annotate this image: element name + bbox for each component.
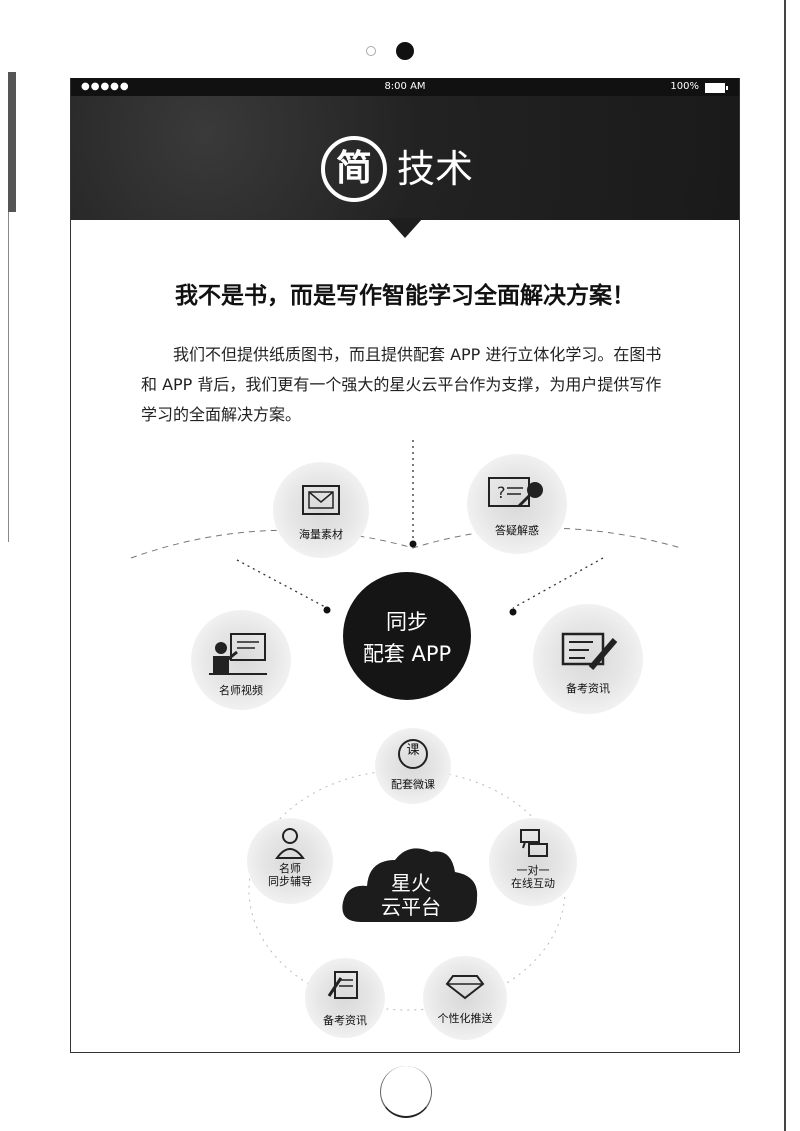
- cloud-platform: 星火 云平台: [342, 848, 478, 922]
- connector-dot-top: [409, 540, 417, 548]
- battery-percent: 100%: [670, 81, 699, 92]
- signal-indicator: ●●●●●: [81, 81, 130, 92]
- feature-qa: ? 答疑解惑: [467, 454, 567, 554]
- feature-label: 配套微课: [391, 778, 435, 791]
- feature-label: 备考资讯: [566, 682, 610, 695]
- center-app-circle: 同步 配套 APP: [343, 572, 471, 700]
- chat-icon: [520, 829, 548, 857]
- feature-label: 名师视频: [219, 684, 263, 697]
- feature-label-line1: 名师: [279, 862, 301, 875]
- page-headline: 我不是书，而是写作智能学习全面解决方案！: [175, 283, 635, 309]
- feature-micro-course: 课 配套微课: [375, 728, 451, 804]
- feature-exam-info-cloud: 备考资讯: [305, 958, 385, 1038]
- pencil-note-icon: [561, 632, 618, 670]
- connector-arc: [130, 527, 682, 559]
- feature-exam-info: 备考资讯: [533, 604, 643, 714]
- connector-right: [512, 557, 604, 609]
- cloud-line2: 云平台: [381, 895, 441, 919]
- status-bar: ●●●●● 8:00 AM 100%: [71, 78, 739, 96]
- page-edge-left-line: [8, 212, 9, 542]
- camera-icon: [396, 42, 414, 60]
- feature-label: 海量素材: [299, 528, 343, 541]
- connector-left: [236, 559, 328, 609]
- header-banner: 简 技术: [71, 96, 739, 220]
- feature-material: 海量素材: [273, 462, 369, 558]
- center-app-line1: 同步: [386, 610, 428, 634]
- tablet-screen: ●●●●● 8:00 AM 100% 简 技术 我不是书，而是写作智能学习全面解…: [70, 78, 740, 1053]
- page-edge-left: [8, 72, 16, 212]
- feature-personalized-push: 个性化推送: [423, 956, 507, 1040]
- battery-icon: [705, 83, 728, 93]
- question-magnify-icon: ?: [488, 477, 543, 508]
- course-icon-char: 课: [406, 743, 420, 758]
- diamond-icon: [445, 975, 485, 1000]
- connector-dot-left: [323, 606, 331, 614]
- status-time: 8:00 AM: [384, 81, 426, 92]
- connector-dot-right: [509, 608, 517, 616]
- teacher-board-icon: [209, 633, 267, 675]
- feature-label-line2: 在线互动: [511, 877, 555, 890]
- svg-text:?: ?: [497, 483, 506, 502]
- notebook-pen-icon: [327, 971, 358, 999]
- teacher-person-icon: [275, 828, 305, 859]
- banner-title: 技术: [397, 147, 474, 191]
- feature-online-interaction: 一对一 在线互动: [489, 818, 577, 906]
- page-edge-right: [784, 0, 786, 1131]
- cloud-line1: 星火: [391, 871, 431, 895]
- sensor-dot: [366, 46, 376, 56]
- feature-teacher-video: 名师视频: [191, 610, 291, 710]
- mail-icon: [302, 485, 340, 515]
- feature-label: 备考资讯: [323, 1014, 367, 1027]
- home-button[interactable]: [380, 1066, 432, 1118]
- logo-badge: 简: [321, 136, 387, 202]
- intro-paragraph: 我们不但提供纸质图书，而且提供配套 APP 进行立体化学习。在图书和 APP 背…: [141, 345, 662, 424]
- feature-label: 答疑解惑: [495, 524, 539, 537]
- feature-label-line2: 同步辅导: [268, 875, 312, 888]
- feature-teacher-tutoring: 名师 同步辅导: [247, 818, 333, 904]
- course-icon: [398, 739, 428, 769]
- feature-label: 个性化推送: [437, 1012, 493, 1025]
- banner-pointer: [387, 218, 423, 238]
- cloud-shape: [342, 848, 478, 922]
- feature-label-line1: 一对一: [516, 864, 550, 877]
- center-app-line2: 配套 APP: [362, 642, 452, 666]
